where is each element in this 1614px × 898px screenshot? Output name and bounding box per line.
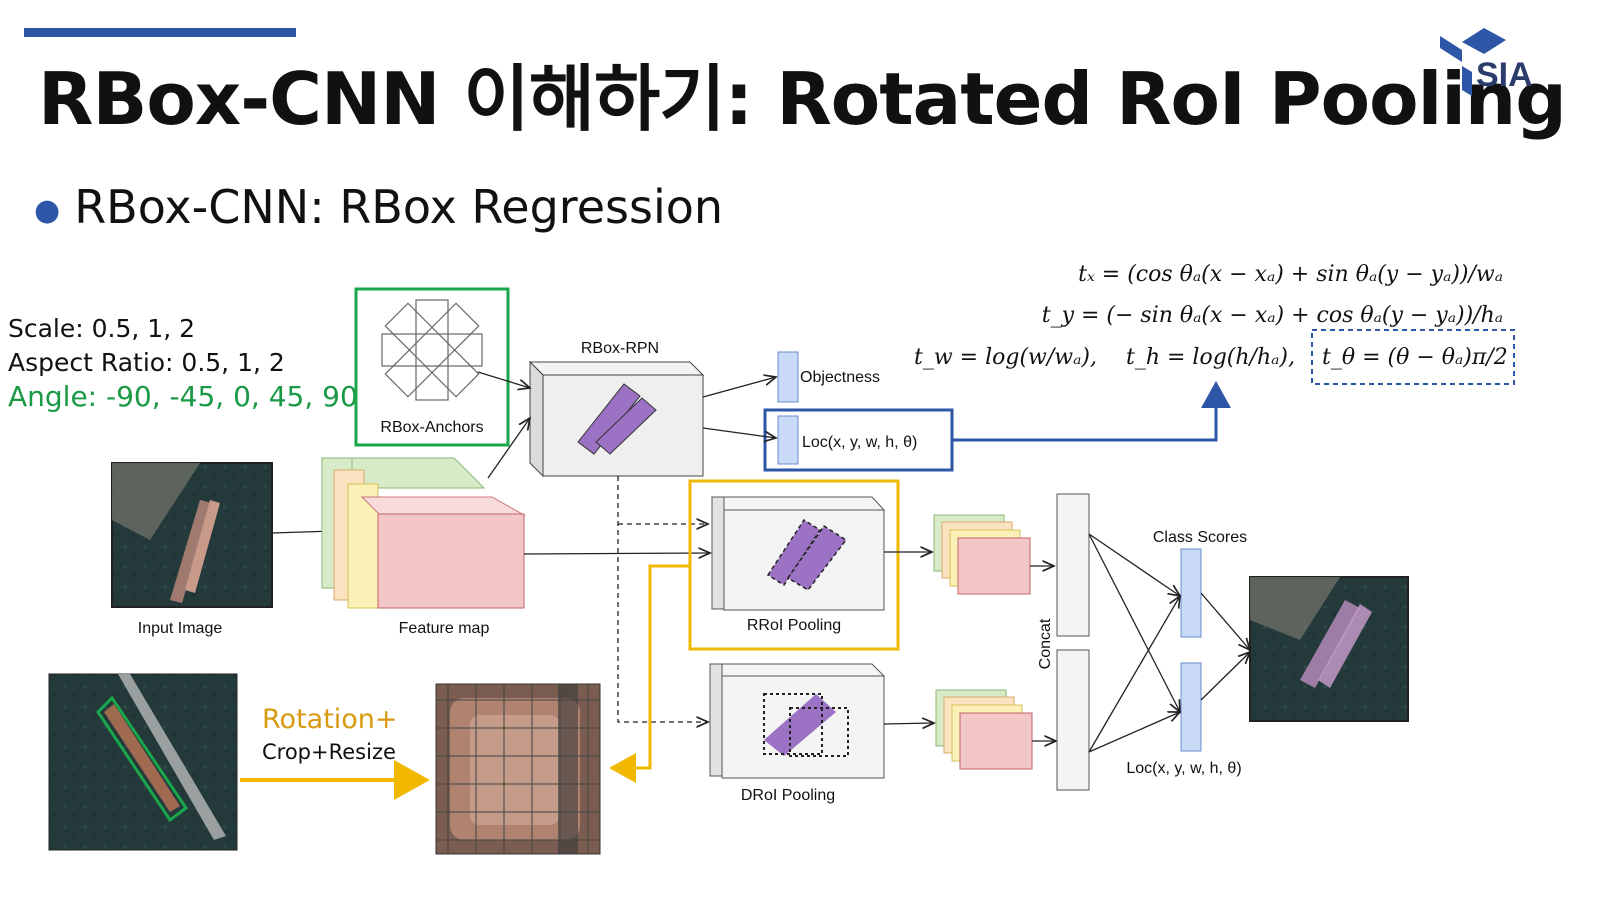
logo-text: SIA	[1476, 56, 1533, 94]
regression-equations: tₓ = (cos θₐ(x − xₐ) + sin θₐ(y − yₐ))/w…	[914, 262, 1515, 385]
droi-pooling-block: DRoI Pooling	[708, 663, 886, 804]
anchor-params: Scale: 0.5, 1, 2 Aspect Ratio: 0.5, 1, 2…	[8, 312, 358, 414]
eq-th: t_h = log(h/hₐ),	[1126, 345, 1295, 370]
eq-tx: tₓ = (cos θₐ(x − xₐ) + sin θₐ(y − yₐ))/w…	[1078, 262, 1503, 287]
droi-label: DRoI Pooling	[741, 787, 835, 804]
output-image	[1249, 576, 1409, 722]
loc-label: Loc(x, y, w, h, θ)	[802, 434, 917, 451]
rbox-rpn-block: RBox-RPN	[528, 340, 705, 478]
anchors-label: RBox-Anchors	[380, 419, 483, 436]
feature-map-stack: Feature map	[320, 457, 526, 637]
ship-image	[48, 673, 238, 851]
eq-ty: t_y = (− sin θₐ(x − xₐ) + cos θₐ(y − yₐ)…	[1042, 303, 1503, 328]
eq-ttheta: t_θ = (θ − θₐ)π/2	[1322, 345, 1508, 370]
class-scores-bar	[1180, 548, 1202, 638]
title-accent-bar	[24, 28, 296, 37]
pooled-features-top	[933, 514, 1031, 595]
bullet-item: ● RBox-CNN: RBox Regression	[34, 180, 723, 234]
input-label: Input Image	[138, 620, 223, 637]
rbox-anchors-box: RBox-Anchors	[354, 287, 510, 447]
loc-bar	[777, 415, 799, 465]
bullet-dot-icon: ●	[34, 193, 61, 228]
bullet-text: RBox-CNN: RBox Regression	[74, 180, 724, 234]
rroi-pooling-block: RRoI Pooling	[688, 479, 900, 651]
feature-label: Feature map	[399, 620, 490, 637]
loc2-label: Loc(x, y, w, h, θ)	[1126, 760, 1241, 777]
rroi-label: RRoI Pooling	[747, 617, 841, 634]
aspect-text: Aspect Ratio: 0.5, 1, 2	[8, 348, 285, 377]
scale-text: Scale: 0.5, 1, 2	[8, 314, 195, 343]
objectness-label: Objectness	[800, 369, 880, 386]
pooled-features-bottom	[935, 689, 1033, 770]
input-image: Input Image	[111, 462, 273, 637]
cropped-ship-image	[435, 683, 601, 855]
slide-title: RBox-CNN 이해하기: Rotated RoI Pooling	[38, 57, 1567, 141]
rotation-label: Rotation+	[262, 704, 398, 735]
eq-tw: t_w = log(w/wₐ),	[914, 345, 1097, 370]
ttheta-dashed-box	[1311, 329, 1515, 385]
objectness-bar	[777, 351, 799, 403]
angle-text: Angle: -90, -45, 0, 45, 90	[8, 380, 358, 413]
class-scores-label: Class Scores	[1153, 529, 1247, 546]
concat-block: Concat	[1037, 493, 1090, 791]
rpn-label: RBox-RPN	[581, 340, 659, 357]
loc-output-bar	[1180, 662, 1202, 752]
sia-logo: SIA	[1440, 28, 1570, 98]
concat-label: Concat	[1037, 618, 1054, 669]
crop-resize-label: Crop+Resize	[262, 740, 396, 764]
anchors-icon	[381, 299, 483, 401]
